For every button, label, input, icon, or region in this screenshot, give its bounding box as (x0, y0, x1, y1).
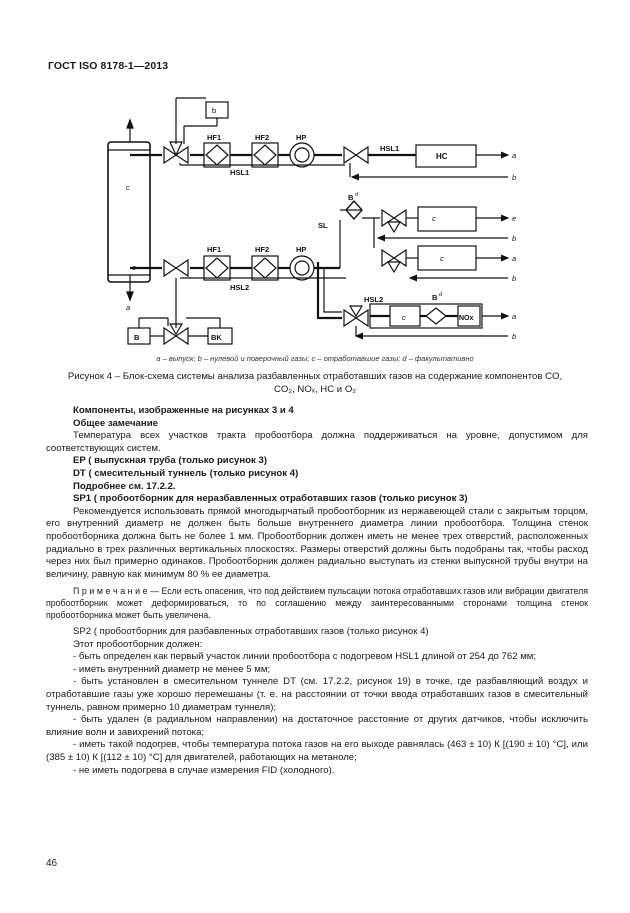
general-note-text: Температура всех участков тракта пробоот… (46, 430, 588, 454)
figure-caption-line-2: CO₂, NOₓ, HC и O₂ (273, 383, 357, 395)
sp2-item: - быть определен как первый участок лини… (73, 651, 537, 663)
label-hc: HC (436, 152, 448, 161)
sp2-item: - быть удален (в радиальном направлении)… (46, 714, 588, 738)
label-out-a-3: a (512, 312, 516, 321)
sp2-item: - иметь такой подогрев, чтобы температур… (46, 739, 588, 764)
label-hsl1-top: HSL1 (380, 144, 399, 153)
label-hsl2: HSL2 (230, 283, 249, 292)
label-bag-bk: BK (211, 333, 222, 342)
analyzer-box-2 (417, 245, 477, 271)
note-paragraph: П р и м е ч а н и е — Если есть опасения… (46, 586, 588, 621)
label-hp-bot: HP (296, 245, 306, 254)
optional-b-box (205, 101, 229, 119)
dilution-tunnel (107, 141, 151, 283)
analyzer-box-1 (417, 206, 477, 232)
sp2-item: - быть установлен в смесительном туннеле… (46, 676, 588, 713)
sp2-item: - не иметь подогрева в случае измерения … (73, 764, 335, 776)
label-out-a-2: a (512, 254, 516, 263)
label-bd-top: B (348, 193, 354, 202)
label-nox-box-c: c (402, 313, 406, 322)
label-bd-bot-sup: d (439, 292, 443, 298)
label-hf1-top: HF1 (207, 133, 221, 142)
sp2-intro: Этот пробоотборник должен: (73, 638, 203, 650)
label-hsl1-left: HSL1 (230, 168, 249, 177)
label-box1-c: c (432, 214, 436, 223)
label-dt-c1: c (126, 183, 130, 192)
label-out-b-3: b (512, 274, 516, 283)
sp1-text: Рекомендуется использовать прямой многод… (46, 505, 588, 580)
label-dt-c2: c (132, 263, 136, 272)
label-box2-c: c (440, 254, 444, 263)
label-out-b-2: b (512, 234, 516, 243)
label-out-e: e (512, 214, 516, 223)
sp2-item: - иметь внутренний диаметр не менее 5 мм… (73, 663, 271, 675)
label-hf2-top: HF2 (255, 133, 269, 142)
sp2-title: SP2 ( пробоотборник для разбавленных отр… (73, 626, 429, 638)
label-b-box: b (212, 106, 216, 115)
figure-legend: a – выпуск; b – нулевой и поверочный газ… (156, 354, 474, 363)
label-out-b-4: b (512, 332, 516, 341)
sp1-title: SP1 ( пробоотборник для неразбавленных о… (73, 493, 468, 505)
figure-caption-line-1: Рисунок 4 – Блок-схема системы анализа р… (67, 371, 563, 382)
label-hf2-bot: HF2 (255, 245, 269, 254)
label-out-a-1: a (512, 151, 516, 160)
label-hf1-bot: HF1 (207, 245, 221, 254)
note-text: — Если есть опасения, что под действием … (46, 586, 588, 620)
dt-title: DT ( смесительный туннель (только рисуно… (73, 467, 299, 479)
flow-diagram: c c a b HF1 HF2 HP HSL1 HSL1 HC a b SL B… (107, 97, 516, 346)
label-sl: SL (318, 221, 328, 230)
label-hsl2-right: HSL2 (364, 295, 383, 304)
ep-title: EP ( выпускная труба (только рисунок 3) (73, 455, 268, 467)
figure-caption: Рисунок 4 – Блок-схема системы анализа р… (48, 371, 582, 396)
label-bd-top-sup: d (355, 192, 359, 198)
document-header: ГОСТ ISO 8178-1—2013 (48, 60, 169, 72)
label-a-bottom: a (126, 303, 130, 312)
page-number: 46 (46, 858, 58, 869)
label-hp-top: HP (296, 133, 306, 142)
label-bag-b: B (134, 333, 140, 342)
body-text: Компоненты, изображенные на рисунках 3 и… (46, 405, 588, 777)
note-label: П р и м е ч а н и е (73, 586, 148, 597)
general-note-title: Общее замечание (73, 417, 158, 429)
label-nox: NOx (459, 315, 474, 322)
label-out-b-1: b (512, 173, 516, 182)
hc-analyzer (415, 144, 477, 168)
components-title: Компоненты, изображенные на рисунках 3 и… (73, 405, 294, 416)
see-more: Подробнее см. 17.2.2. (73, 480, 176, 492)
label-bd-bot: B (432, 293, 438, 302)
